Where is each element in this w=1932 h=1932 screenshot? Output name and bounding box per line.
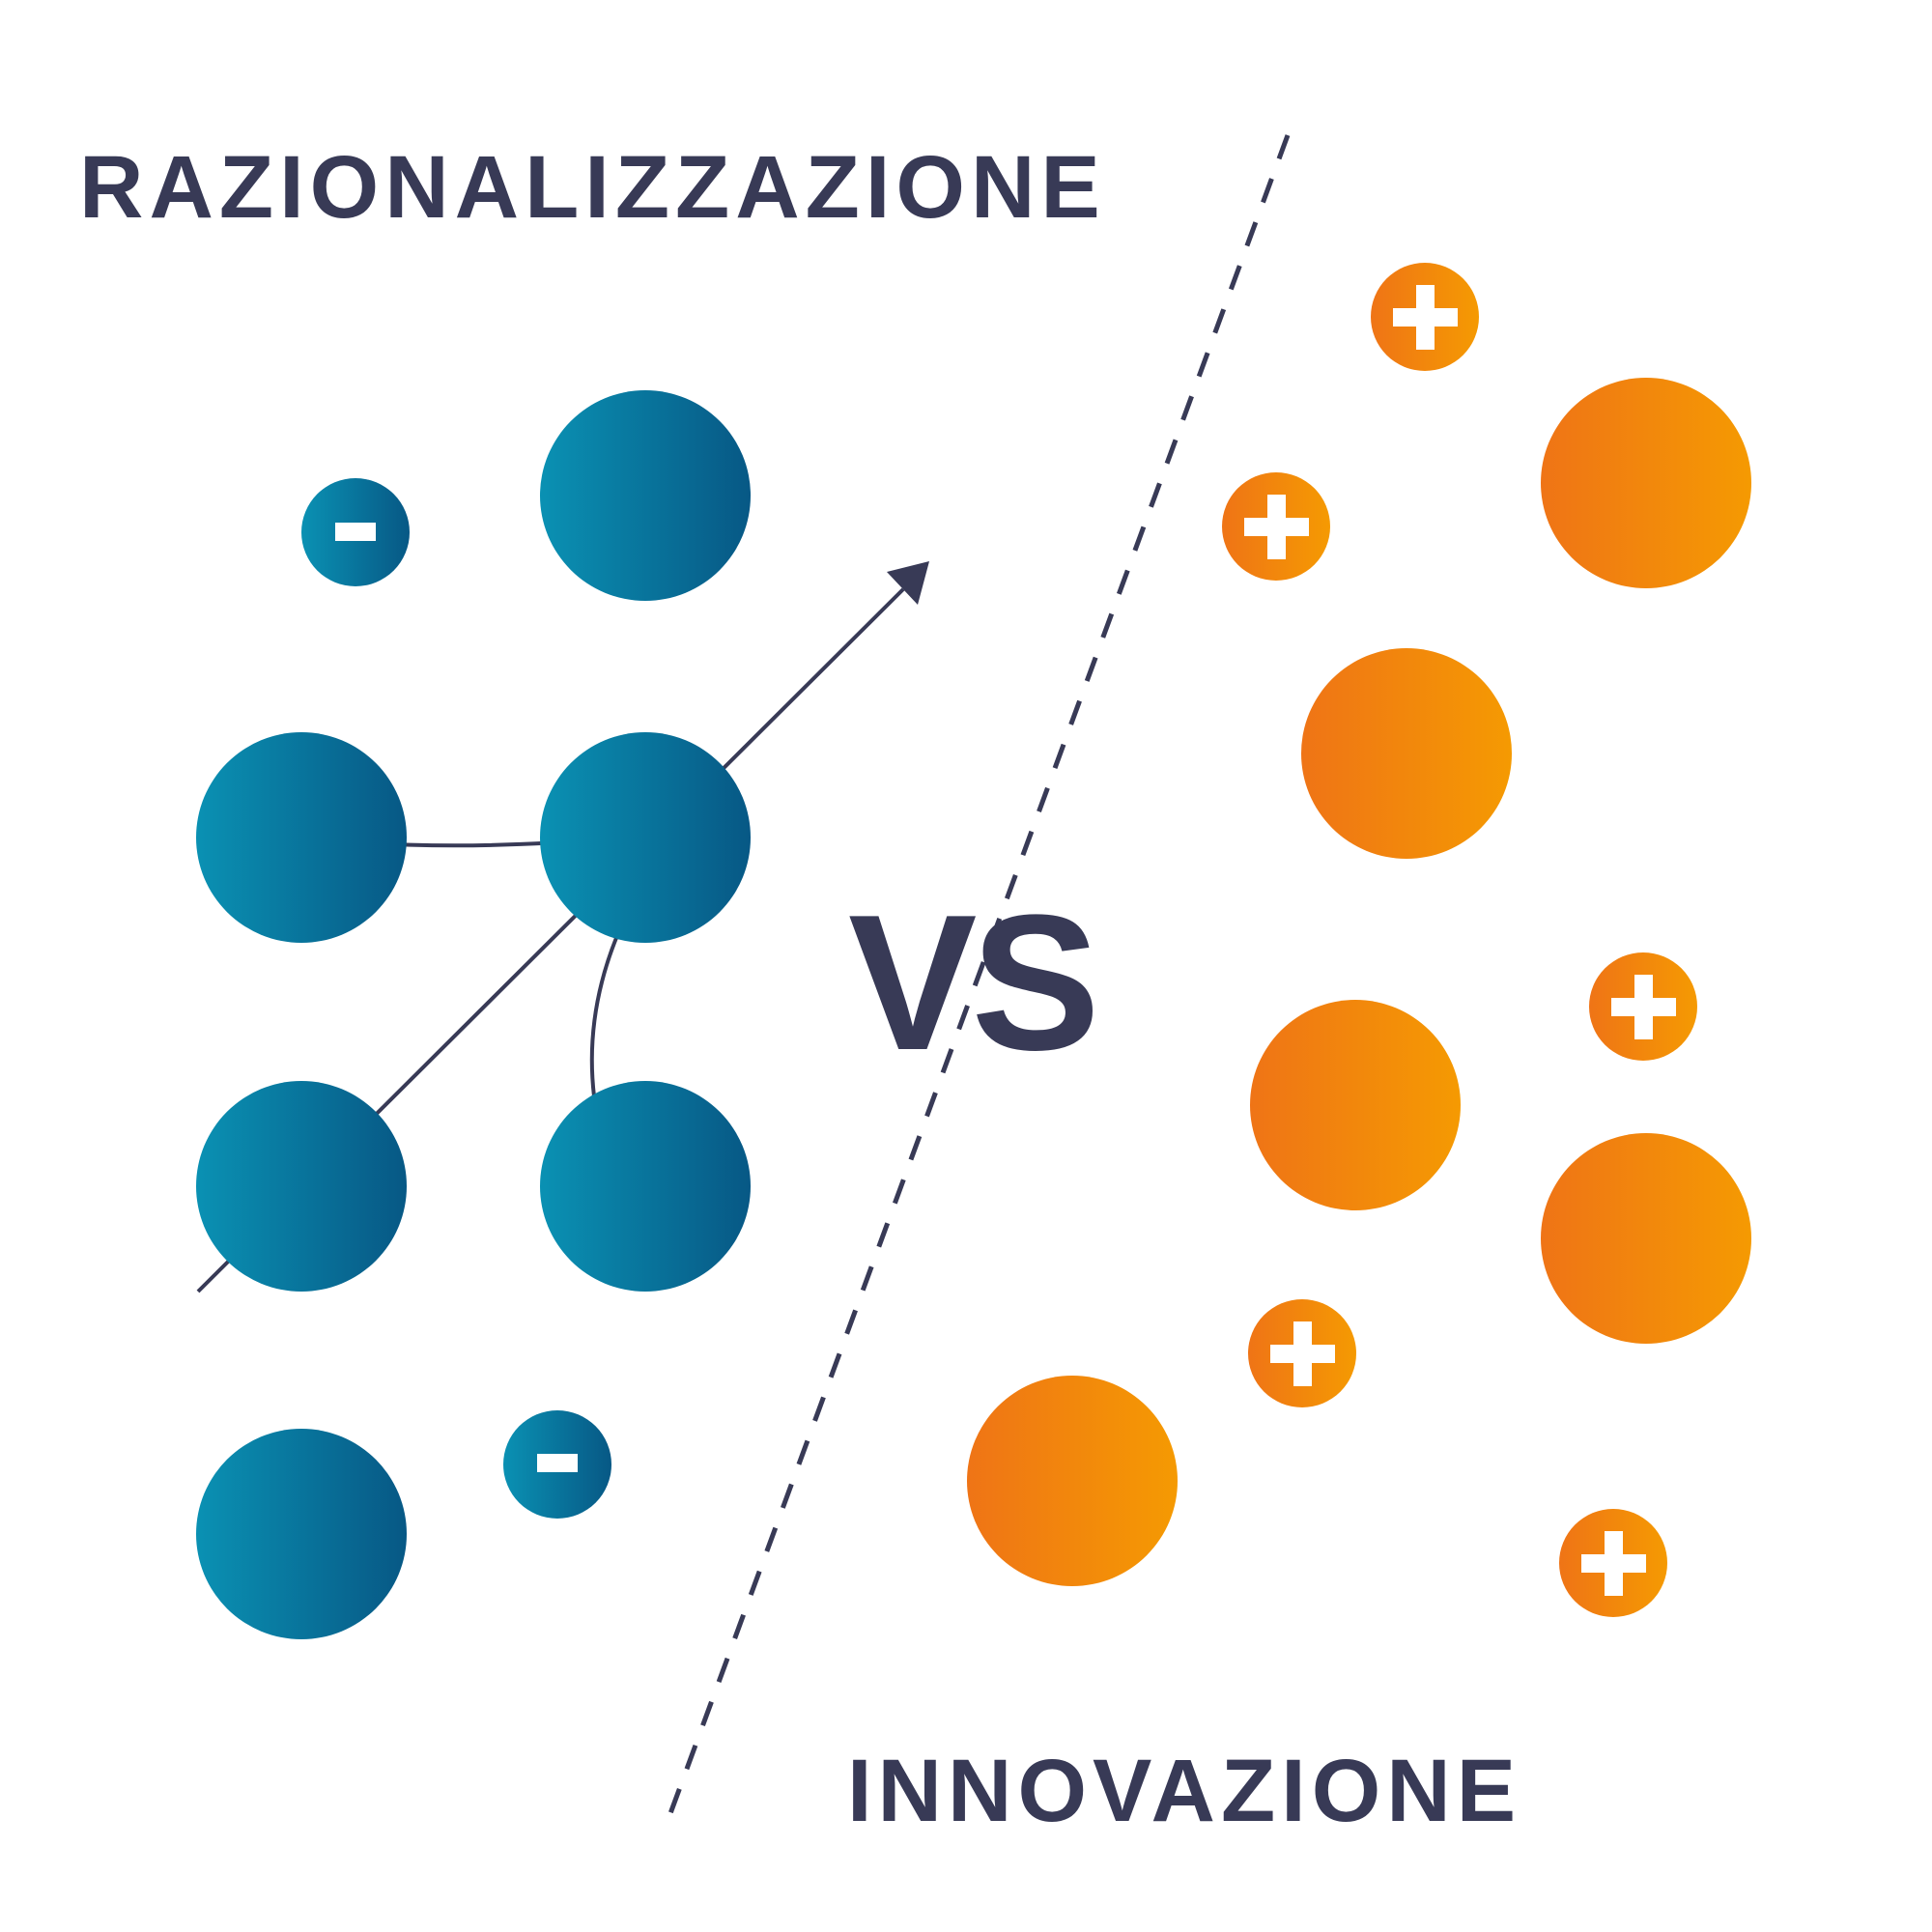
plus-badge	[1559, 1509, 1667, 1617]
dashed-divider	[667, 134, 1291, 1817]
minus-icon	[335, 523, 376, 541]
orange-circle-group	[967, 378, 1751, 1586]
plus-icon	[1611, 975, 1676, 1039]
curved-connector-bottom	[589, 932, 620, 1097]
right-title: INNOVAZIONE	[847, 1742, 1522, 1840]
orange-circle	[1301, 648, 1512, 859]
plus-badge	[1222, 472, 1330, 581]
blue-circle	[196, 1429, 407, 1639]
left-title: RAZIONALIZZAZIONE	[79, 138, 1106, 237]
plus-icon	[1581, 1531, 1646, 1596]
blue-circle	[540, 1081, 751, 1292]
minus-icon	[537, 1454, 578, 1472]
plus-icon	[1244, 495, 1309, 559]
plus-badge	[1371, 263, 1479, 371]
orange-circle	[1541, 378, 1751, 588]
arrow-head-icon	[887, 561, 929, 605]
plus-icon	[1270, 1321, 1335, 1386]
blue-circle	[196, 732, 407, 943]
orange-circle	[1250, 1000, 1461, 1210]
plus-icon	[1393, 285, 1458, 350]
plus-badge	[1589, 952, 1697, 1061]
blue-circle	[196, 1081, 407, 1292]
minus-badge	[301, 478, 410, 586]
plus-badge	[1248, 1299, 1356, 1407]
minus-badge	[503, 1410, 611, 1519]
orange-circle	[967, 1376, 1178, 1586]
blue-circle	[540, 732, 751, 943]
blue-circle-group	[196, 390, 751, 1639]
orange-circle	[1541, 1133, 1751, 1344]
versus-label: VS	[848, 875, 1100, 1091]
blue-circle	[540, 390, 751, 601]
